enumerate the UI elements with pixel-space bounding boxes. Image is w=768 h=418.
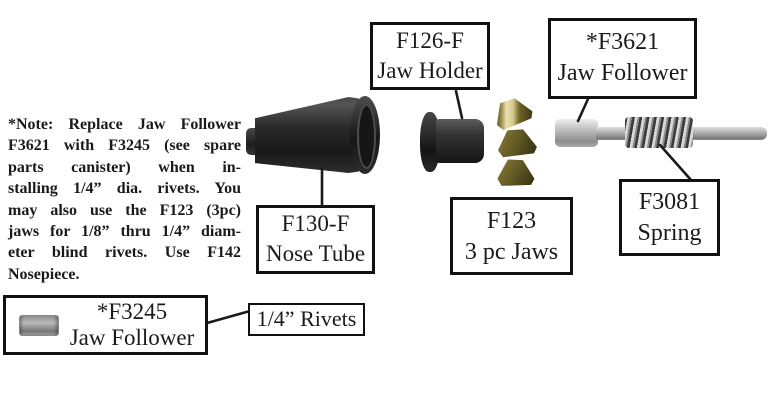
note-line: jaws for 1/8” thru 1/4” diam- bbox=[8, 223, 241, 241]
label-box-jaw-follower: *F3621 Jaw Follower bbox=[548, 18, 697, 99]
jaw-holder-photo bbox=[418, 110, 484, 172]
note-line: F3621 with F3245 (see spare bbox=[8, 137, 241, 155]
nose-tube-opening bbox=[357, 104, 376, 169]
part-name: 3 pc Jaws bbox=[464, 239, 559, 265]
part-name: Jaw Follower bbox=[69, 325, 195, 350]
part-name: Jaw Holder bbox=[377, 58, 483, 83]
label-box-jaw-holder: F126-F Jaw Holder bbox=[370, 22, 490, 90]
jaw-follower-rod-with-spring-photo bbox=[555, 116, 768, 149]
jaw-piece-photo bbox=[496, 158, 535, 188]
replacement-note: *Note: Replace Jaw Follower F3621 with F… bbox=[8, 114, 241, 285]
part-code: F3081 bbox=[638, 189, 701, 215]
part-code: *F3245 bbox=[96, 299, 168, 324]
label-box-nose-tube: F130-F Nose Tube bbox=[256, 205, 375, 274]
label-box-jaws: F123 3 pc Jaws bbox=[450, 197, 573, 275]
f3245-label-text: *F3245 Jaw Follower bbox=[59, 299, 205, 351]
part-code: F130-F bbox=[281, 211, 350, 236]
jaw-holder-body bbox=[436, 119, 484, 163]
nose-tube-rim bbox=[350, 96, 380, 174]
note-line: may also use the F123 (3pc) bbox=[8, 201, 241, 219]
note-line: stalling 1/4” dia. rivets. You bbox=[8, 180, 241, 198]
part-name: Jaw Follower bbox=[557, 60, 688, 86]
f3245-jaw-follower-photo bbox=[19, 314, 59, 336]
nose-tube-photo bbox=[246, 96, 380, 174]
part-code: *F3621 bbox=[585, 29, 660, 55]
rivets-label: 1/4” Rivets bbox=[256, 306, 357, 331]
jaw-holder-flange bbox=[420, 112, 440, 172]
jaw-piece-photo bbox=[495, 126, 538, 159]
part-name: Spring bbox=[637, 220, 702, 246]
jaw-follower-head bbox=[555, 119, 598, 147]
note-line: *Note: Replace Jaw Follower bbox=[8, 116, 241, 133]
nose-tube-body bbox=[255, 97, 359, 173]
part-name: Nose Tube bbox=[265, 241, 366, 266]
note-line: Nosepiece. bbox=[8, 265, 80, 283]
spring-photo bbox=[625, 117, 693, 148]
note-line: eter blind rivets. Use F142 bbox=[8, 244, 241, 262]
leader-spring bbox=[658, 143, 693, 182]
part-code: F126-F bbox=[396, 28, 464, 53]
part-code: F123 bbox=[486, 208, 537, 234]
label-box-jaw-follower-alt: *F3245 Jaw Follower bbox=[3, 295, 208, 355]
note-line: parts canister) when in- bbox=[8, 158, 241, 176]
jaw-piece-photo bbox=[489, 92, 535, 133]
leader-rivets bbox=[205, 309, 252, 325]
label-box-rivets: 1/4” Rivets bbox=[248, 303, 365, 336]
label-box-spring: F3081 Spring bbox=[619, 179, 720, 256]
